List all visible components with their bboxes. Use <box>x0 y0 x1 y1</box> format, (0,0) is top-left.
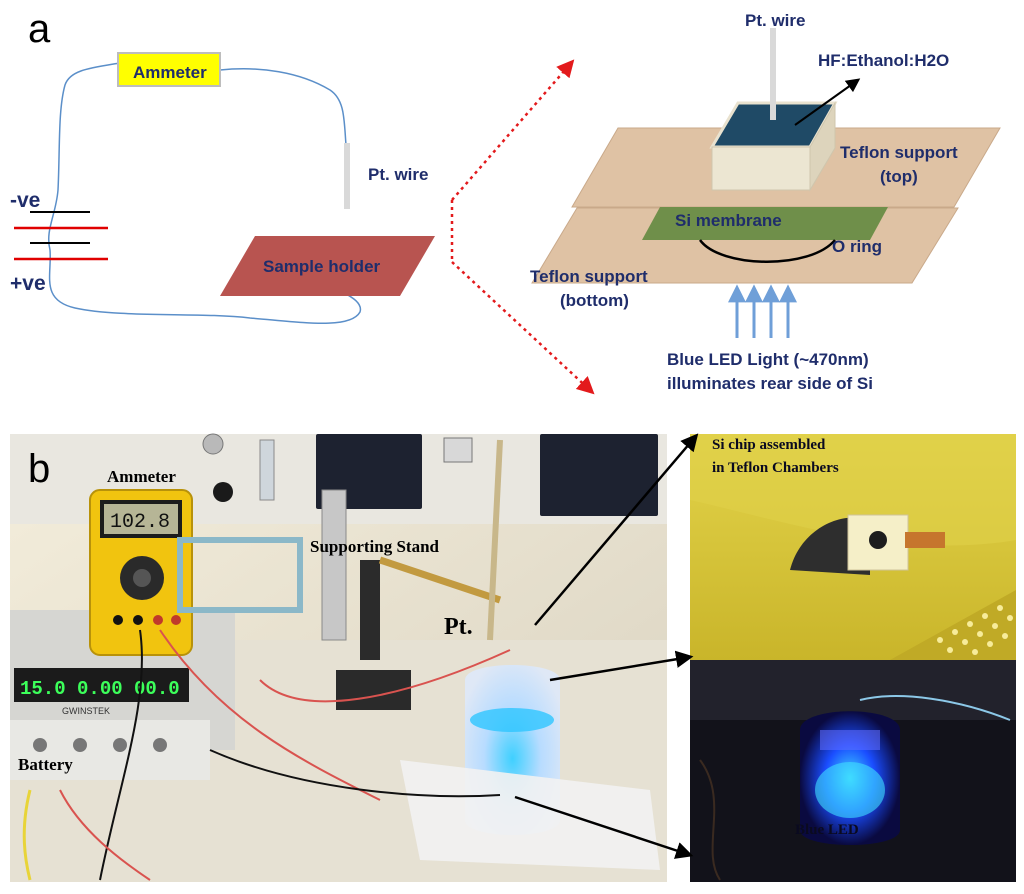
pt-wire-left-label: Pt. wire <box>368 165 428 184</box>
chip-label-2: in Teflon Chambers <box>712 460 839 476</box>
arrow-to-chip <box>534 433 699 626</box>
inset-led-photo <box>690 660 1016 882</box>
solution-label: HF:Ethanol:H2O <box>818 51 949 70</box>
teflon-top-label-2: (top) <box>880 167 918 186</box>
o-ring-label: O ring <box>832 237 882 256</box>
teflon-bottom-label-1: Teflon support <box>530 267 648 286</box>
panel-a: a Ammeter Pt. wire Sample holder -ve +ve <box>10 7 1001 395</box>
si-membrane-label: Si membrane <box>675 211 782 230</box>
copper-contact <box>905 532 945 548</box>
blue-led-label: Blue LED <box>795 822 859 838</box>
si-membrane <box>642 207 888 240</box>
pt-wire-top <box>770 28 776 120</box>
supporting-stand-label: Supporting Stand <box>310 537 440 556</box>
sample-holder-label: Sample holder <box>263 257 381 276</box>
cloth <box>400 760 660 870</box>
controller-panel-right <box>540 434 658 516</box>
stand-column <box>360 560 380 660</box>
teflon-top-label-1: Teflon support <box>840 143 958 162</box>
zoom-arrow-top <box>451 59 575 201</box>
teflon-bottom-label-2: (bottom) <box>560 291 629 310</box>
ammeter-label: Ammeter <box>133 63 207 82</box>
neg-terminal-label: -ve <box>10 189 40 212</box>
red-wire <box>159 629 381 801</box>
valve-knob <box>213 482 233 502</box>
led-label-2: illuminates rear side of Si <box>667 374 873 393</box>
arrow-to-chamber <box>549 650 694 682</box>
support-rod <box>321 489 347 641</box>
stand-arm <box>378 556 502 604</box>
solution-arrow <box>794 78 861 126</box>
flow-meter <box>259 439 275 501</box>
o-ring <box>698 239 836 263</box>
chamber-side-face <box>809 101 836 192</box>
pt-holder-rod <box>487 439 503 641</box>
pt-wire-left <box>344 143 350 209</box>
lab-photo: 15.0 0.00 00.0 GWINSTEK 102.8 <box>10 433 667 882</box>
photo-ammeter-label: Ammeter <box>107 467 176 486</box>
inset-chip-photo <box>690 434 1016 660</box>
wall-display <box>443 437 473 463</box>
battery-symbol <box>14 211 108 261</box>
panel-b: 15.0 0.00 00.0 GWINSTEK 102.8 <box>10 433 1016 882</box>
black-wire <box>99 629 143 881</box>
meter-reading: 102.8 <box>110 511 170 534</box>
panel-a-letter: a <box>28 7 51 51</box>
chamber-front-face <box>711 146 811 191</box>
circuit-wire-top <box>219 68 347 146</box>
led-label-1: Blue LED Light (~470nm) <box>667 350 869 369</box>
psu-display-text: 15.0 0.00 00.0 <box>20 678 180 700</box>
pos-terminal-label: +ve <box>10 272 46 295</box>
power-supply-display <box>14 668 189 702</box>
panel-b-letter: b <box>28 447 50 491</box>
ammeter-box <box>117 52 221 87</box>
led-arrows <box>728 284 797 338</box>
pt-wire-top-label: Pt. wire <box>745 11 805 30</box>
pressure-gauge <box>202 433 224 455</box>
sample-holder <box>220 236 435 296</box>
blue-tray <box>177 537 303 613</box>
arrow-to-led <box>514 795 694 859</box>
pt-label: Pt. <box>444 614 473 640</box>
chip-label-1: Si chip assembled <box>712 437 826 453</box>
psu-brand: GWINSTEK <box>62 706 110 716</box>
circuit-wire <box>48 62 362 324</box>
battery-label: Battery <box>18 755 73 774</box>
